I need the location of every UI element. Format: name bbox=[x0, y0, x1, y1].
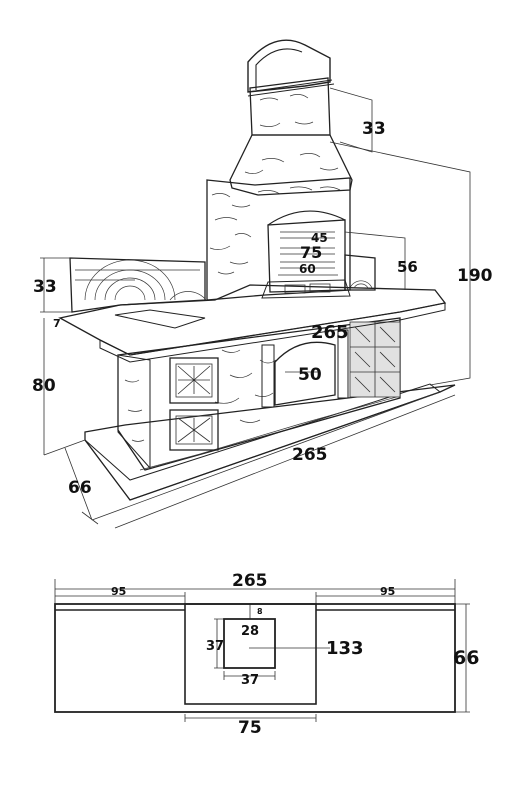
plan-opening-height: 37 bbox=[206, 639, 224, 654]
plan-outline bbox=[54, 603, 456, 713]
dim-grill-depth: 60 bbox=[299, 262, 316, 276]
dim-chimney-height: 33 bbox=[362, 119, 386, 139]
plan-view: 265 95 95 8 28 37 37 133 66 75 bbox=[54, 571, 479, 738]
dim-grill-width: 75 bbox=[300, 243, 322, 262]
dim-length-front: 265 bbox=[311, 322, 349, 343]
sink bbox=[114, 309, 206, 329]
dim-total-height: 190 bbox=[457, 266, 493, 286]
dim-counter-height: 80 bbox=[32, 376, 56, 396]
dim-overhang: 7 bbox=[53, 317, 61, 330]
dim-grill-inner-width: 45 bbox=[311, 231, 328, 245]
plan-opening bbox=[223, 618, 276, 669]
firewood-arch bbox=[274, 341, 336, 406]
dim-grill-side-height: 56 bbox=[397, 258, 418, 276]
dim-back-panel-height: 33 bbox=[33, 277, 57, 297]
plan-opening-width: 37 bbox=[241, 673, 259, 688]
right-panels bbox=[349, 321, 401, 398]
plan-depth: 66 bbox=[453, 647, 479, 669]
plan-center-section bbox=[184, 603, 317, 705]
plan-left-section: 95 bbox=[111, 585, 126, 598]
dim-length-bottom: 265 bbox=[292, 445, 328, 465]
plan-right-section: 95 bbox=[380, 585, 395, 598]
plan-middle-width: 75 bbox=[238, 718, 262, 738]
firebox-tower bbox=[206, 177, 351, 301]
dim-arch-width: 50 bbox=[298, 365, 322, 385]
hood bbox=[229, 134, 353, 196]
plan-total-length: 265 bbox=[232, 571, 268, 591]
chimney bbox=[249, 77, 331, 136]
cabinet-doors bbox=[169, 357, 219, 451]
plan-opening-offset: 8 bbox=[257, 607, 263, 616]
base-plinth bbox=[84, 384, 456, 501]
plan-opening-size: 28 bbox=[241, 624, 259, 639]
chimney-cap bbox=[247, 39, 331, 93]
grill-opening bbox=[267, 219, 346, 293]
plan-center-distance: 133 bbox=[326, 638, 364, 659]
perspective-view: 33 190 33 80 7 66 265 265 45 75 60 56 50 bbox=[32, 39, 493, 529]
back-panel-left bbox=[69, 257, 206, 313]
dim-depth: 66 bbox=[68, 478, 92, 498]
